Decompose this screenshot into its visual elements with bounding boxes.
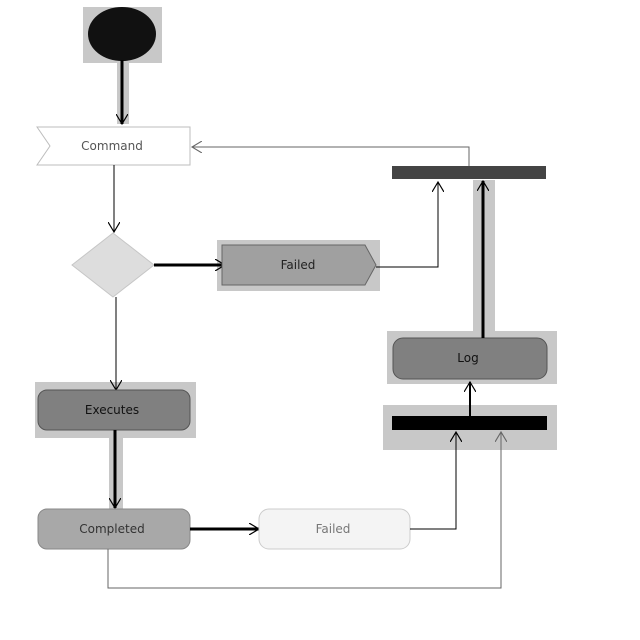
start-node xyxy=(88,7,156,61)
failed-top-label: Failed xyxy=(281,258,316,272)
decision-node xyxy=(71,232,155,298)
flow-bar-to-command xyxy=(192,147,470,166)
log-node xyxy=(392,337,548,380)
flow-failed-to-bar xyxy=(376,182,438,268)
flow-completed-to-bar xyxy=(107,432,501,589)
failed-top-node xyxy=(221,244,377,286)
sync-bar-bottom xyxy=(392,416,547,430)
flow-failed-bottom-to-bar xyxy=(410,432,456,530)
log-label: Log xyxy=(457,351,478,365)
sync-bar-top xyxy=(392,166,546,179)
failed-bottom-label: Failed xyxy=(316,522,351,536)
command-label: Command xyxy=(81,139,143,153)
executes-label: Executes xyxy=(85,403,139,417)
completed-label: Completed xyxy=(79,522,144,536)
